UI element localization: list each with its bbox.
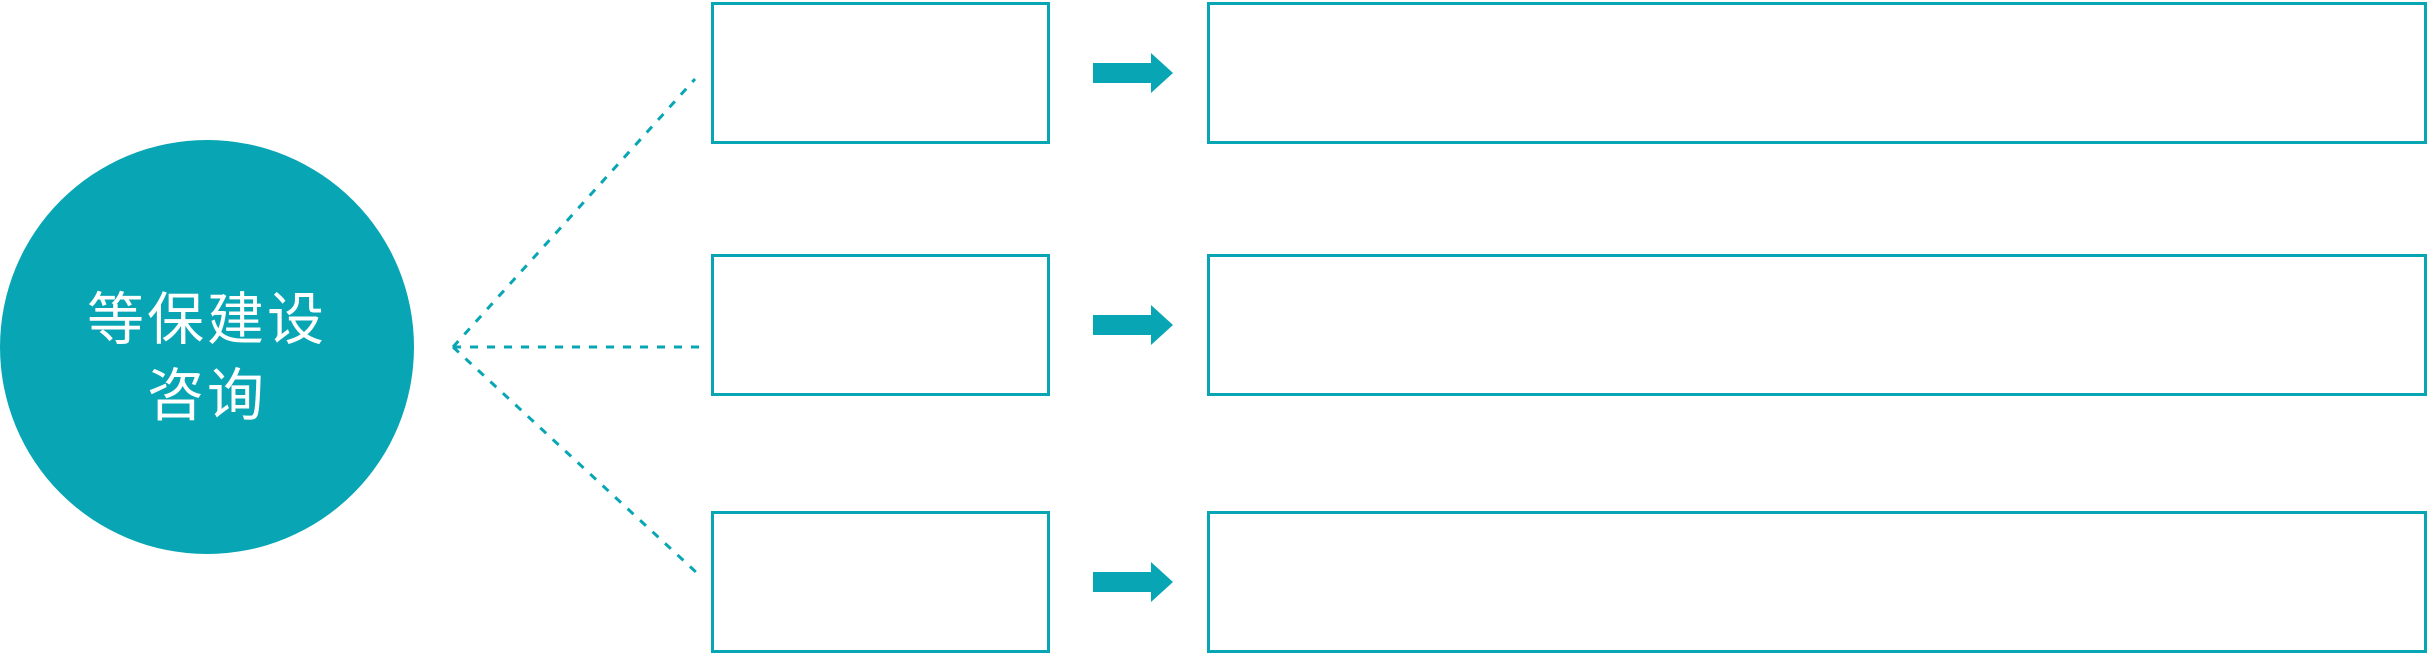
hub-circle: 等保建设 咨询 xyxy=(0,140,414,554)
arrow-right-icon xyxy=(1093,562,1173,602)
detail-box-3 xyxy=(1207,511,2427,653)
detail-box-1 xyxy=(1207,2,2427,144)
hub-title-line2: 咨询 xyxy=(147,364,267,428)
step-box-1 xyxy=(711,2,1050,144)
connector-line-top xyxy=(451,77,697,349)
step-box-3 xyxy=(711,511,1050,653)
step-box-2 xyxy=(711,254,1050,396)
hub-title-line1: 等保建设 xyxy=(87,288,327,352)
arrow-right-icon xyxy=(1093,305,1173,345)
arrow-right-shape xyxy=(1093,562,1173,602)
connector-line-bottom xyxy=(451,345,699,575)
arrow-right-shape xyxy=(1093,305,1173,345)
detail-box-2 xyxy=(1207,254,2427,396)
arrow-right-shape xyxy=(1093,53,1173,93)
arrow-right-icon xyxy=(1093,53,1173,93)
